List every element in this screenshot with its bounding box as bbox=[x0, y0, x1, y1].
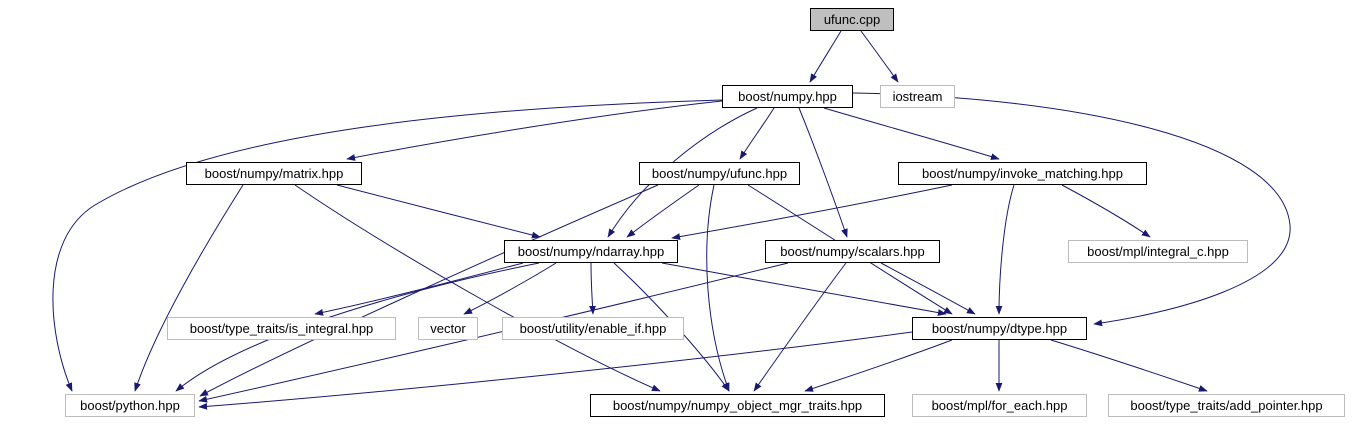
graph-node-for_each_hpp: boost/mpl/for_each.hpp bbox=[912, 394, 1087, 417]
graph-node-add_pointer_hpp: boost/type_traits/add_pointer.hpp bbox=[1108, 394, 1345, 417]
edge-ndarray_hpp-to-enable_if_hpp bbox=[589, 262, 596, 315]
graph-node-mgr_traits_hpp[interactable]: boost/numpy/numpy_object_mgr_traits.hpp bbox=[590, 394, 885, 417]
edge-dtype_hpp-to-mgr_traits_hpp bbox=[804, 339, 953, 392]
graph-node-iostream: iostream bbox=[880, 85, 955, 108]
edge-scalars_hpp-to-dtype_hpp bbox=[880, 262, 976, 315]
edge-ndarray_hpp-to-vector bbox=[463, 262, 557, 315]
edge-matrix_hpp-to-python_hpp bbox=[134, 184, 244, 392]
graph-node-scalars_hpp[interactable]: boost/numpy/scalars.hpp bbox=[765, 240, 940, 263]
graph-node-numpy_hpp[interactable]: boost/numpy.hpp bbox=[722, 85, 853, 108]
edge-matrix_hpp-to-mgr_traits_hpp bbox=[294, 184, 661, 392]
edge-numpy_hpp-to-dtype_hpp bbox=[852, 92, 1291, 327]
edge-dtype_hpp-to-add_pointer_hpp bbox=[1050, 339, 1208, 392]
edge-numpy_hpp-to-python_hpp bbox=[52, 99, 723, 392]
edge-dtype_hpp-to-python_hpp bbox=[198, 331, 913, 410]
graph-node-enable_if_hpp: boost/utility/enable_if.hpp bbox=[502, 317, 684, 340]
graph-node-ndarray_hpp[interactable]: boost/numpy/ndarray.hpp bbox=[504, 240, 678, 263]
edge-invoke_matching_hpp-to-dtype_hpp bbox=[995, 184, 1015, 315]
graph-node-is_integral_hpp: boost/type_traits/is_integral.hpp bbox=[167, 317, 396, 340]
edge-ndarray_hpp-to-python_hpp bbox=[175, 262, 540, 392]
graph-node-vector: vector bbox=[418, 317, 478, 340]
graph-node-integral_c_hpp: boost/mpl/integral_c.hpp bbox=[1068, 240, 1248, 263]
edge-numpy_hpp-to-invoke_matching_hpp bbox=[823, 107, 1000, 160]
edge-invoke_matching_hpp-to-integral_c_hpp bbox=[1061, 184, 1151, 238]
edge-scalars_hpp-to-mgr_traits_hpp bbox=[753, 262, 847, 392]
edge-numpy_hpp-to-matrix_hpp bbox=[346, 100, 723, 161]
graph-node-python_hpp: boost/python.hpp bbox=[65, 394, 195, 417]
graph-node-matrix_hpp[interactable]: boost/numpy/matrix.hpp bbox=[186, 162, 362, 185]
edge-ufunc_cpp-to-numpy_hpp bbox=[809, 30, 842, 83]
edge-invoke_matching_hpp-to-ndarray_hpp bbox=[671, 184, 953, 241]
edge-ndarray_hpp-to-is_integral_hpp bbox=[314, 262, 524, 316]
graph-node-invoke_matching_hpp[interactable]: boost/numpy/invoke_matching.hpp bbox=[898, 162, 1147, 185]
edge-ndarray_hpp-to-dtype_hpp bbox=[661, 262, 947, 316]
edge-numpy_hpp-to-scalars_hpp bbox=[798, 107, 848, 238]
edge-numpy_hpp-to-ufunc_hpp bbox=[739, 107, 775, 160]
edge-matrix_hpp-to-ndarray_hpp bbox=[336, 184, 541, 239]
edge-ufunc_hpp-to-python_hpp bbox=[199, 184, 659, 397]
graph-node-dtype_hpp[interactable]: boost/numpy/dtype.hpp bbox=[912, 317, 1087, 340]
edge-numpy_hpp-to-ndarray_hpp bbox=[607, 107, 758, 238]
graph-node-ufunc_cpp: ufunc.cpp bbox=[810, 8, 894, 31]
graph-node-ufunc_hpp[interactable]: boost/numpy/ufunc.hpp bbox=[639, 162, 800, 185]
edge-ufunc_hpp-to-ndarray_hpp bbox=[626, 184, 700, 238]
edge-ufunc_hpp-to-mgr_traits_hpp bbox=[706, 184, 730, 392]
edge-ufunc_cpp-to-iostream bbox=[860, 30, 899, 83]
